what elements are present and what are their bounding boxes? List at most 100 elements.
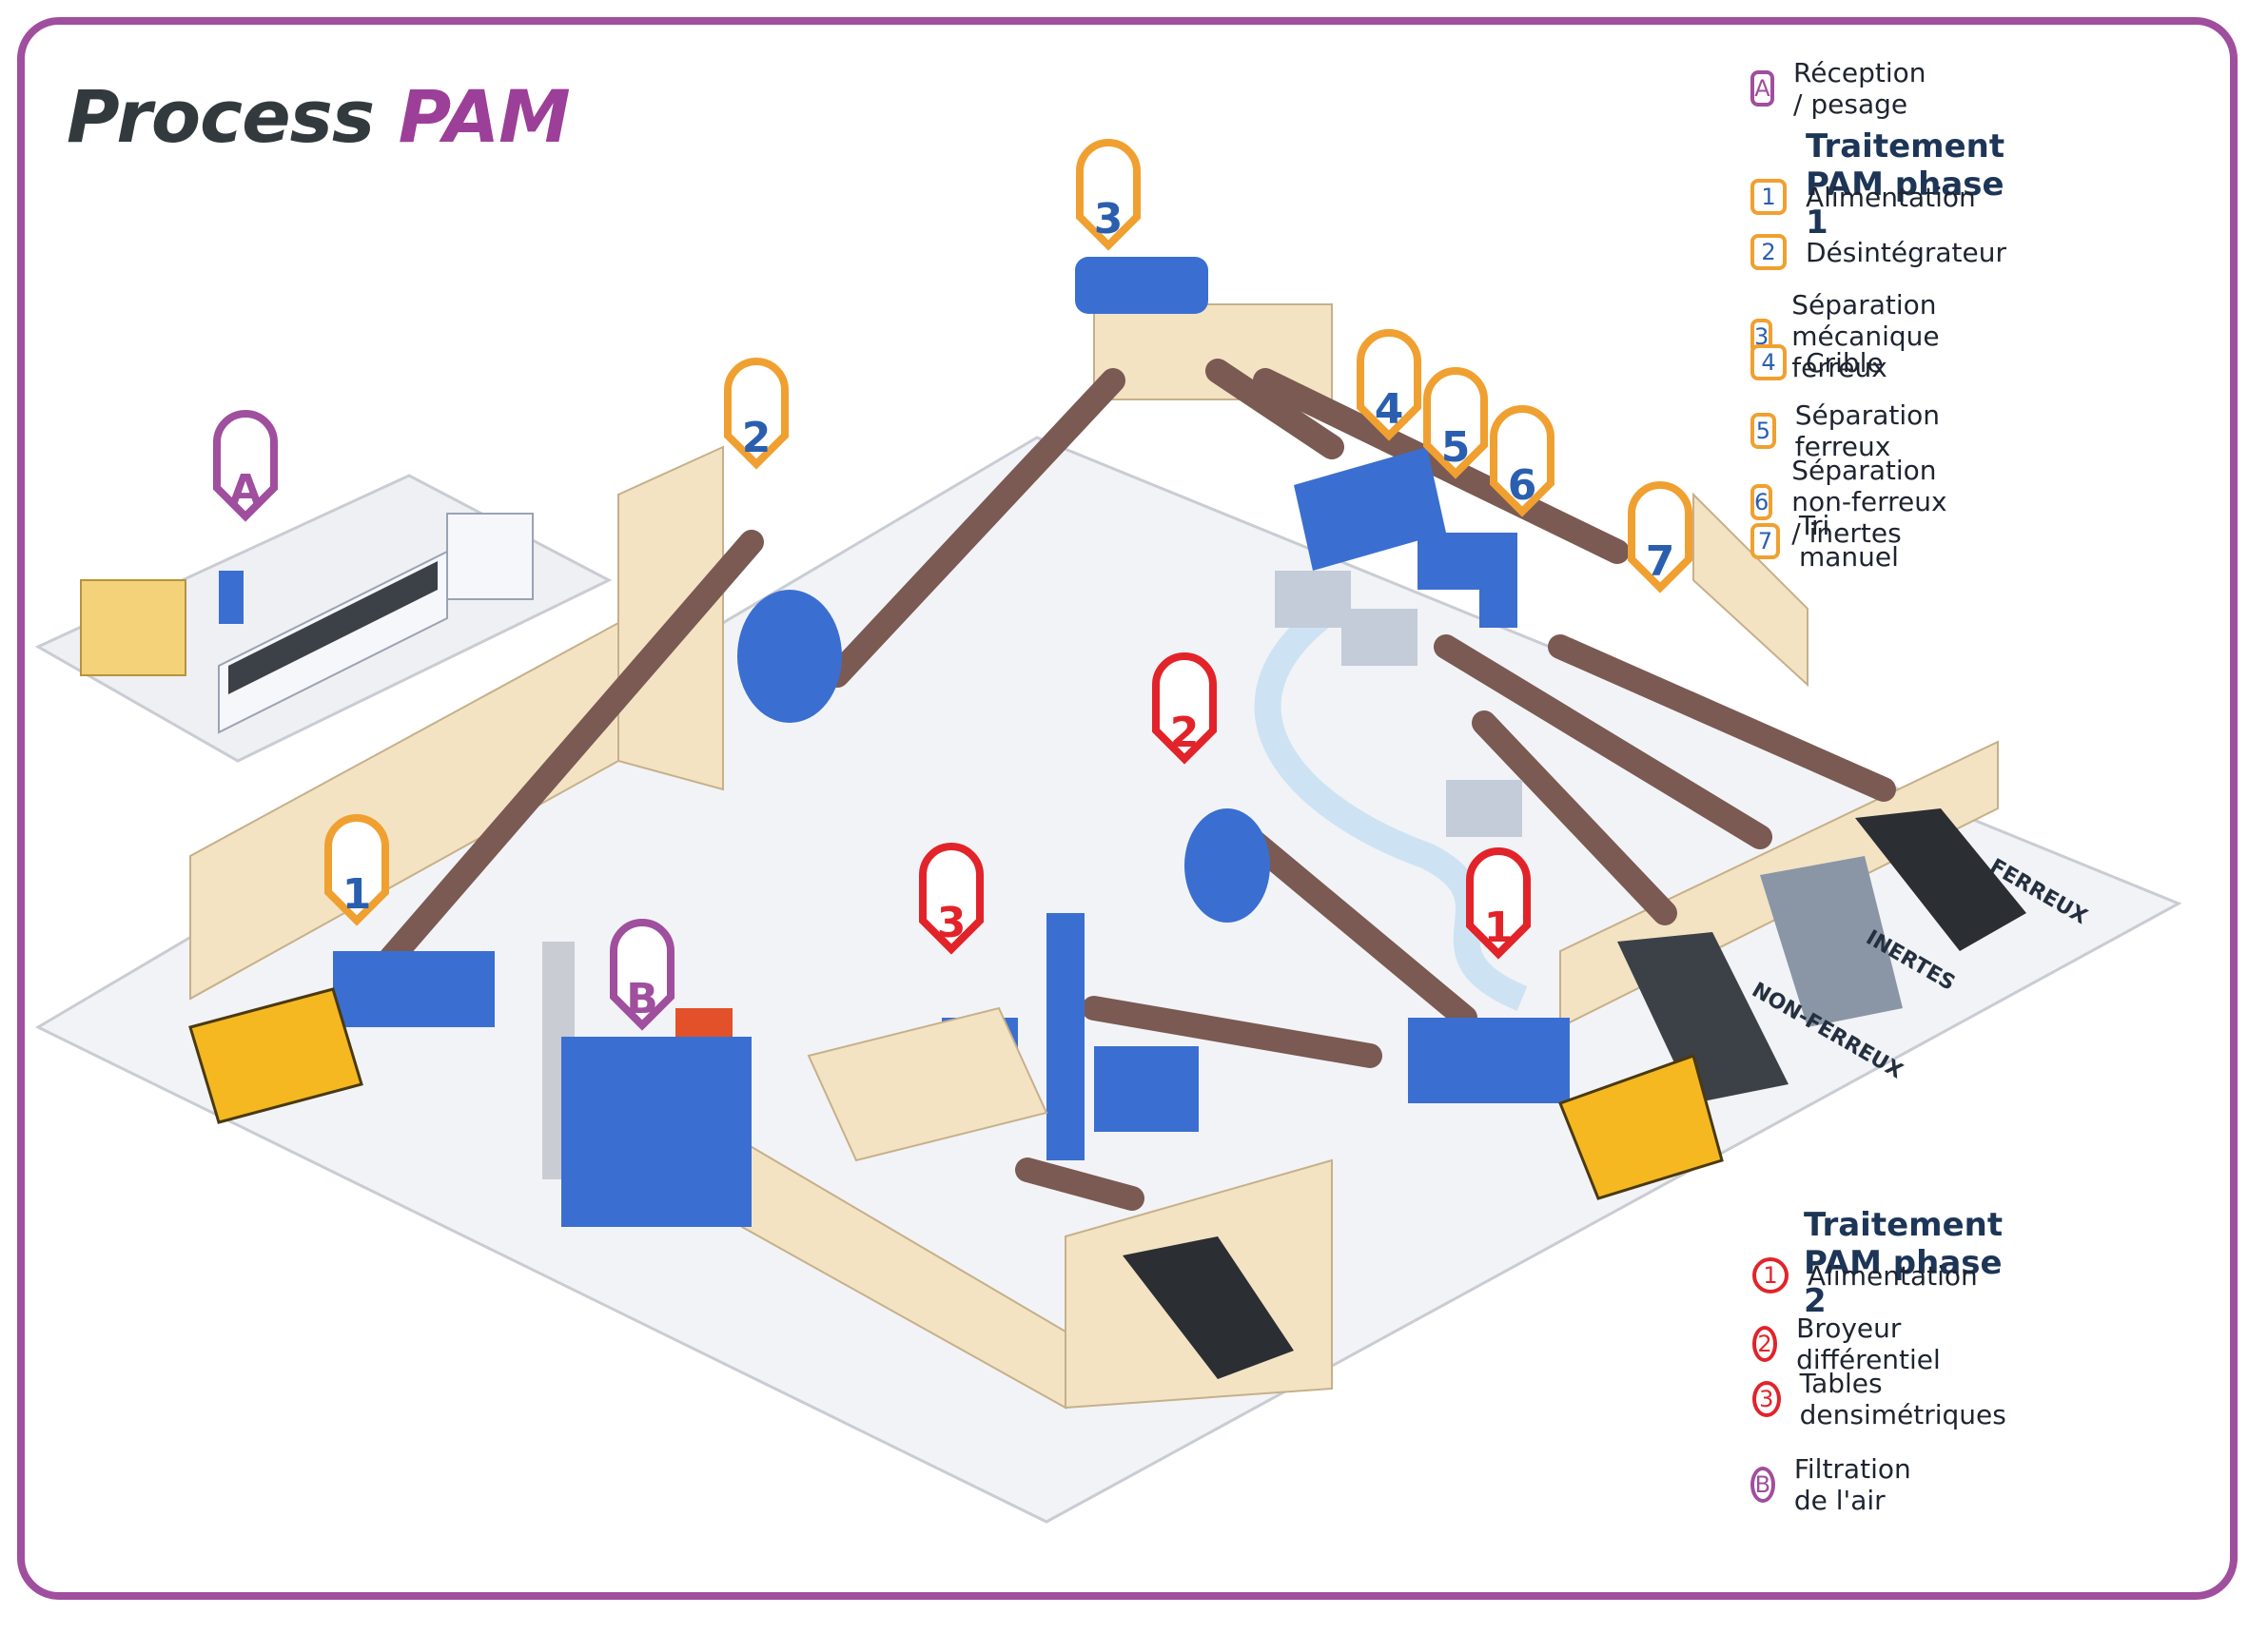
legend-phase1-item: 3 Séparation mécanique ferreux xyxy=(1750,289,1953,383)
pin-label-p2-1: 1 xyxy=(1484,904,1514,952)
legend-phase2-item: 3 Tables densimétriques xyxy=(1752,1368,2014,1430)
legend-phase1-badge: 1 xyxy=(1750,179,1787,215)
legend-phase1-badge: 7 xyxy=(1750,523,1780,559)
belt-phase2-c xyxy=(1015,1157,1144,1211)
pin-label-a: A xyxy=(229,466,262,515)
page-title: Process PAM xyxy=(67,74,571,159)
pile-nonferreux xyxy=(1617,932,1789,1103)
feeder-hopper-1 xyxy=(333,951,495,1027)
legend-phase2-badge: 2 xyxy=(1752,1326,1778,1362)
wall-right xyxy=(1692,492,1809,688)
legend-phase1-label: Alimentation xyxy=(1806,181,1976,213)
feeder-hopper-2 xyxy=(1408,1018,1570,1103)
pin-label-p1-6: 6 xyxy=(1508,461,1537,510)
legend-badge-b: B xyxy=(1750,1467,1775,1503)
title-part-pam: PAM xyxy=(398,74,571,159)
pin-label-p2-3: 3 xyxy=(937,899,967,947)
legend-phase1-badge: 5 xyxy=(1750,413,1776,449)
legend-phase2-item: 2 Broyeur différentiel xyxy=(1752,1313,1952,1375)
air-filter-unit xyxy=(561,1037,752,1227)
legend-phase1-badge: 4 xyxy=(1750,344,1787,380)
ferrous-separator xyxy=(1418,533,1484,590)
pin-label-b: B xyxy=(626,975,658,1023)
legend-heading-phase1: Traitement PAM phase 1 xyxy=(1806,127,2005,242)
belt-sort-1 xyxy=(1434,634,1772,849)
loader-left xyxy=(188,987,363,1124)
sorting-bin-3 xyxy=(1446,780,1522,837)
legend-phase1-label: Crible xyxy=(1806,346,1884,379)
pin-phase1-7: 7 xyxy=(1628,481,1692,593)
legend-air-filtration: B Filtration de l'air xyxy=(1750,1453,1923,1516)
pin-phase1-5: 5 xyxy=(1423,367,1488,479)
eddy-current-separator xyxy=(1479,533,1517,628)
legend-phase1-badge: 2 xyxy=(1750,234,1787,270)
legend-phase2-item: 1 Alimentation xyxy=(1752,1257,1978,1294)
legend-phase1-item: 7 Tri manuel xyxy=(1750,510,1906,573)
pin-reception-a: A xyxy=(213,410,278,522)
pin-label-p1-5: 5 xyxy=(1441,423,1471,472)
legend-heading-phase2: Traitement PAM phase 2 xyxy=(1804,1206,2004,1320)
reception-booth xyxy=(80,579,186,676)
legend-phase1-item: 4 Crible xyxy=(1750,344,1884,380)
belt-sort-3 xyxy=(1472,710,1677,925)
legend-phase1-badge: 6 xyxy=(1750,483,1773,520)
pin-phase1-4: 4 xyxy=(1357,329,1421,441)
legend-label-reception: Réception / pesage xyxy=(1793,57,1926,120)
legend-label-air: Filtration de l'air xyxy=(1793,1453,1911,1516)
pin-phase1-3: 3 xyxy=(1076,139,1141,251)
pin-air-b: B xyxy=(610,919,675,1031)
truck-cab xyxy=(446,513,534,600)
legend-phase2-label: Tables densimétriques xyxy=(1799,1368,2006,1430)
legend-phase1-item: 1 Alimentation xyxy=(1750,179,1976,215)
legend-phase1-label: Séparation non-ferreux / inertes xyxy=(1791,455,1947,549)
legend-phase2-label: Alimentation xyxy=(1808,1259,1978,1292)
magnetic-separator xyxy=(1075,257,1208,314)
loader-right xyxy=(1558,1054,1724,1200)
belt-2-to-3 xyxy=(825,368,1125,688)
water-channel xyxy=(1254,597,1528,1011)
pin-label-p1-2: 2 xyxy=(742,414,772,462)
pile-ferreux xyxy=(1855,808,2026,951)
conveyor-belts xyxy=(368,359,1896,1211)
density-table-deck xyxy=(807,1006,1048,1162)
density-table-column xyxy=(1046,913,1085,1160)
sorting-bin-2 xyxy=(1341,609,1418,666)
truck-load xyxy=(228,561,438,694)
legend-phase1-label: Séparation ferreux xyxy=(1794,399,1940,462)
legend-phase2-badge: 1 xyxy=(1752,1257,1789,1294)
belt-sort-2 xyxy=(1548,634,1896,802)
density-table-hopper xyxy=(1094,1046,1199,1132)
pin-label-p1-1: 1 xyxy=(342,870,372,919)
belt-4-right xyxy=(1253,368,1630,564)
pin-phase1-1: 1 xyxy=(324,814,389,926)
legend-phase2-badge: 3 xyxy=(1752,1381,1781,1417)
legend-phase1-label: Tri manuel xyxy=(1798,510,1899,573)
legend-reception: A Réception / pesage xyxy=(1750,57,1938,120)
legend-phase1-item: 2 Désintégrateur xyxy=(1750,234,2006,270)
differential-crusher xyxy=(1184,808,1270,923)
belt-1-to-2 xyxy=(368,530,764,982)
disintegrator xyxy=(737,590,842,723)
screen-crible xyxy=(1294,447,1446,571)
pin-label-p1-4: 4 xyxy=(1375,385,1404,434)
pin-phase1-2: 2 xyxy=(724,358,789,470)
pin-phase2-2: 2 xyxy=(1152,652,1217,765)
pin-phase2-3: 3 xyxy=(919,843,984,955)
pin-label-p2-2: 2 xyxy=(1170,709,1200,757)
legend-phase2-label: Broyeur différentiel xyxy=(1796,1313,1941,1375)
title-part-process: Process xyxy=(67,74,399,159)
legend-phase1-item: 6 Séparation non-ferreux / inertes xyxy=(1750,455,1950,549)
belt-3-to-4 xyxy=(1205,359,1344,459)
sorting-bin-1 xyxy=(1275,571,1351,628)
legend-phase1-label: Séparation mécanique ferreux xyxy=(1791,289,1940,383)
legend-phase1-label: Désintégrateur xyxy=(1806,236,2007,268)
pin-phase2-1: 1 xyxy=(1466,847,1531,960)
pin-label-p1-3: 3 xyxy=(1094,195,1124,243)
pile-inertes xyxy=(1760,856,1903,1027)
weighbridge-terminal xyxy=(219,571,244,624)
pin-phase1-6: 6 xyxy=(1490,405,1554,517)
legend-badge-a: A xyxy=(1750,70,1775,107)
legend-phase1-item: 5 Séparation ferreux xyxy=(1750,399,1950,462)
pile-bottom xyxy=(1123,1236,1294,1379)
